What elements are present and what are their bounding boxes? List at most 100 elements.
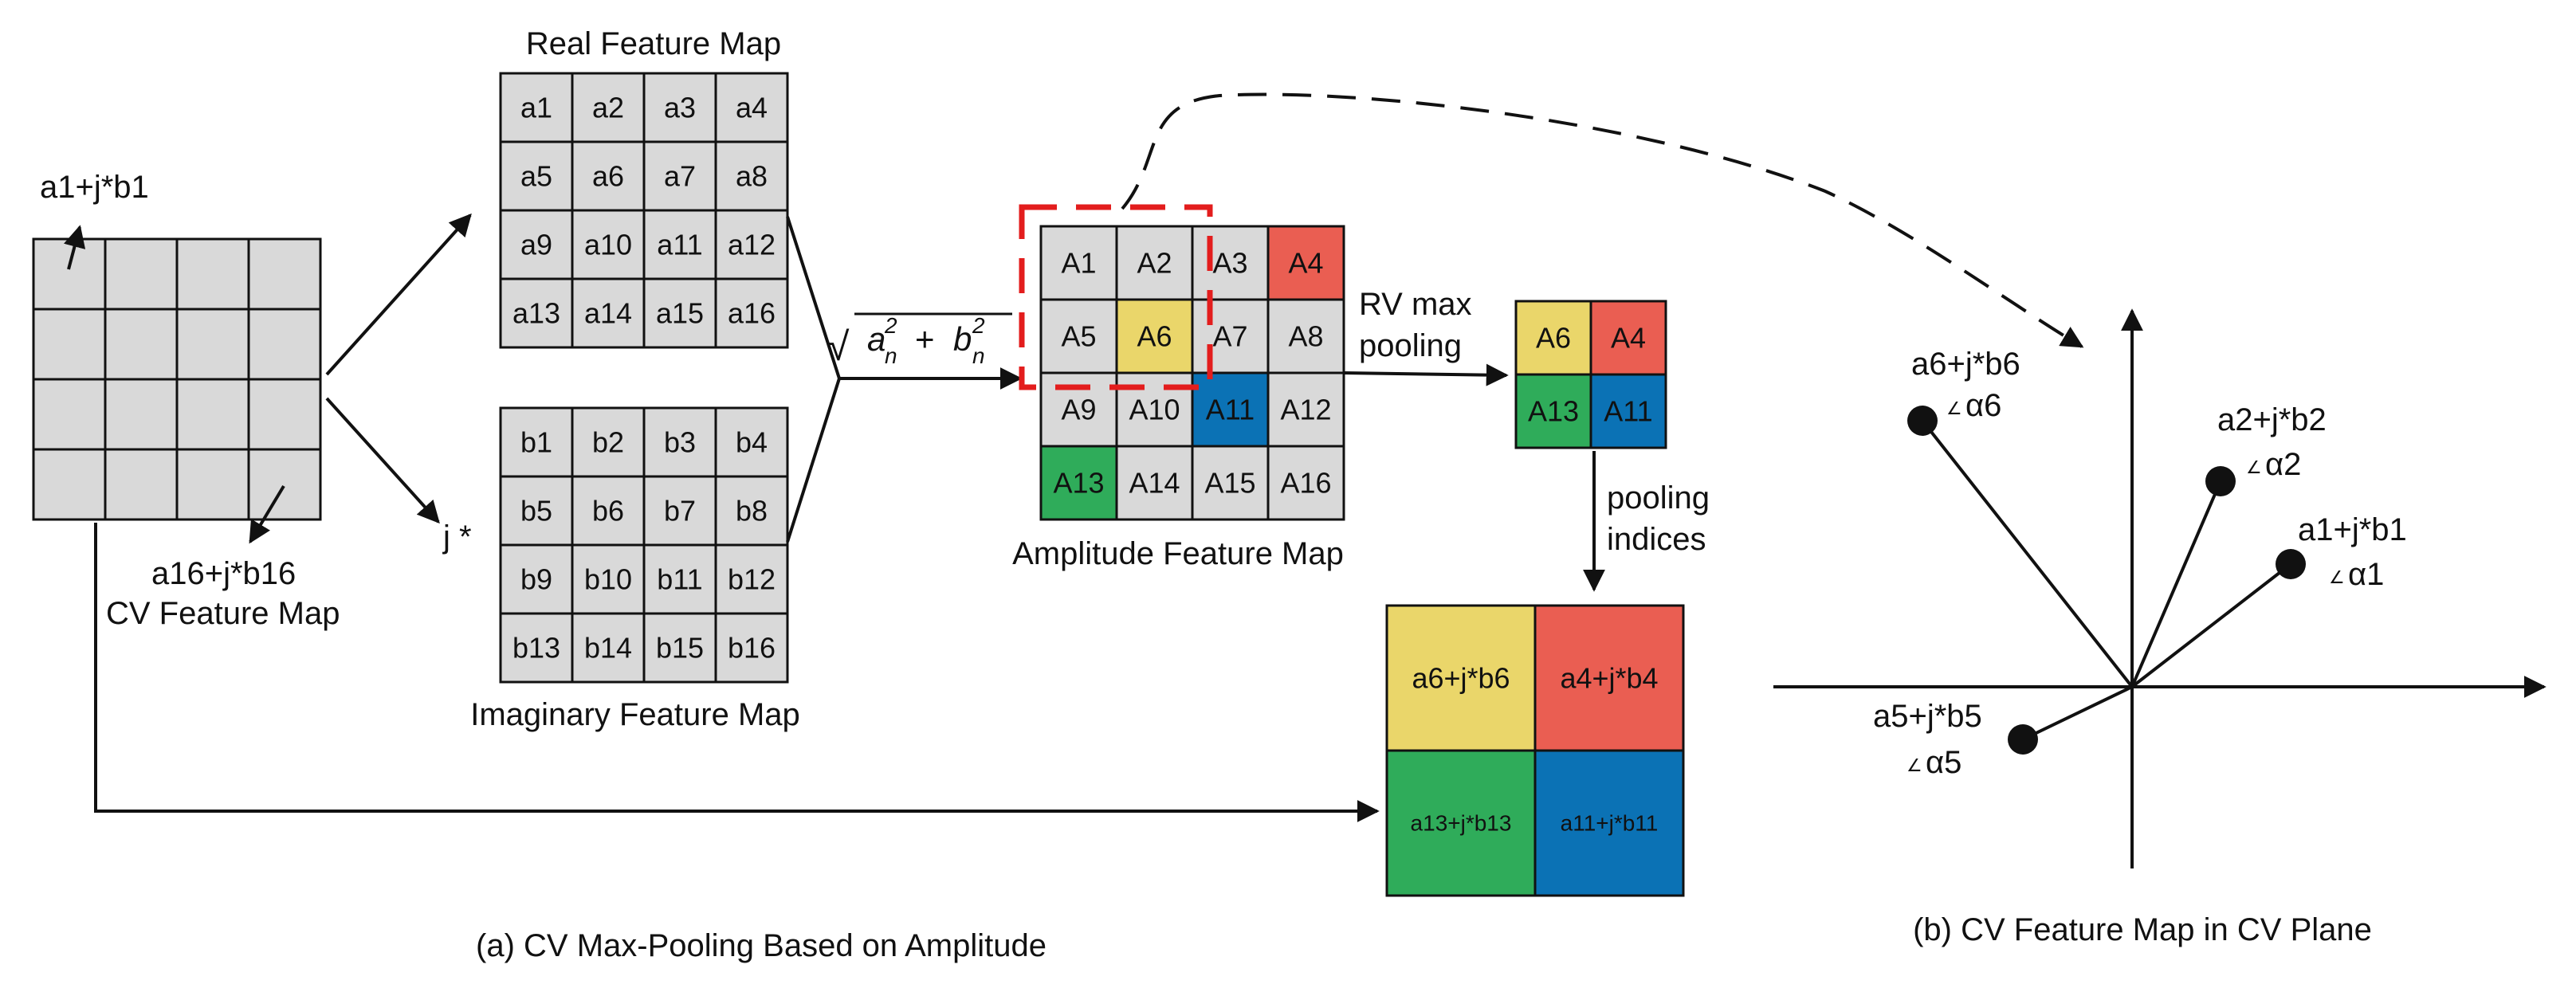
output-cell — [1533, 749, 1685, 897]
real-cell — [642, 277, 717, 349]
rv-pool-cell-label: A13 — [1528, 395, 1579, 428]
output-cell-label: a13+j*b13 — [1411, 811, 1512, 836]
imag-cell — [642, 543, 717, 615]
point-1-dot — [1907, 406, 1938, 436]
amplitude-formula: √ a 2 n + b 2 n — [827, 312, 1012, 369]
amplitude-cell-label: A9 — [1061, 394, 1096, 426]
output-cell-label: a4+j*b4 — [1560, 662, 1658, 695]
real-cell-label: a8 — [736, 160, 768, 193]
real-cell — [571, 277, 646, 349]
imag-cell — [642, 612, 717, 684]
cv-cell — [104, 237, 179, 311]
amplitude-cell-label: A11 — [1206, 394, 1255, 426]
formula-a-sub: n — [885, 343, 897, 368]
point-3-angle-symbol: ∠ — [2329, 567, 2345, 587]
cv-cell — [32, 448, 107, 521]
vector-1 — [1921, 419, 2134, 688]
imag-cell-label: b15 — [656, 632, 704, 665]
formula-b: b — [953, 320, 972, 358]
imag-cell-label: b8 — [736, 495, 768, 527]
caption-b: (b) CV Feature Map in CV Plane — [1913, 912, 2372, 947]
rv-pool-cell — [1589, 300, 1667, 376]
point-1-angle: α6 — [1965, 388, 2001, 423]
pooling-window-dashed — [1019, 204, 1213, 390]
imag-cell — [571, 543, 646, 615]
point-2-angle: α2 — [2265, 447, 2301, 482]
point-1-label: a6+j*b6 — [1911, 347, 2020, 382]
output-cell — [1385, 604, 1537, 752]
cv-cell — [104, 308, 179, 381]
real-cell-label: a11 — [657, 229, 702, 261]
point-3-angle: α1 — [2348, 557, 2384, 592]
point-2-dot — [2205, 466, 2236, 496]
real-cell-label: a7 — [664, 160, 696, 193]
caption-a: (a) CV Max-Pooling Based on Amplitude — [476, 928, 1046, 963]
amplitude-cell-label: A16 — [1280, 467, 1331, 500]
real-cell-label: a13 — [512, 297, 560, 330]
cv-top-pointer — [64, 225, 86, 270]
imag-prefix: j * — [442, 519, 472, 555]
amplitude-cell — [1266, 445, 1345, 521]
imag-map-title: Imaginary Feature Map — [470, 697, 800, 732]
real-cell — [714, 277, 789, 349]
rv-pool-cell — [1514, 373, 1592, 449]
cv-cell — [175, 448, 250, 521]
dashed-curve-arrow — [1121, 92, 2084, 348]
cv-cell — [32, 378, 107, 451]
amplitude-cell — [1115, 298, 1194, 374]
real-cell-label: a14 — [584, 297, 632, 330]
real-cell-label: a5 — [520, 160, 552, 193]
real-cell — [714, 72, 789, 143]
cv-feature-map: a1+j*b1 a16+j*b16 CV Feature Map — [32, 170, 340, 631]
imag-cell-label: b9 — [520, 563, 552, 596]
point-4-dot — [2008, 724, 2038, 755]
formula-a: a — [867, 320, 886, 358]
real-cell-label: a9 — [520, 229, 552, 261]
imag-cell-label: b5 — [520, 495, 552, 527]
formula-sqrt: √ — [827, 324, 850, 369]
real-cell — [571, 140, 646, 212]
imag-cell-label: b4 — [736, 426, 768, 459]
imag-cell-label: b14 — [584, 632, 632, 665]
point-3-label: a1+j*b1 — [2298, 512, 2407, 547]
amplitude-cell-label: A14 — [1129, 467, 1180, 500]
imag-cell — [642, 475, 717, 547]
cv-cell — [32, 308, 107, 381]
real-cell — [642, 72, 717, 143]
indices-label-2: indices — [1607, 522, 1706, 557]
output-cell-label: a6+j*b6 — [1412, 662, 1510, 695]
arrow-to-real — [325, 213, 472, 376]
rv-pool-label-2: pooling — [1359, 328, 1462, 363]
real-cell-label: a16 — [728, 297, 776, 330]
rv-pool-cell-label: A4 — [1611, 322, 1646, 355]
amplitude-cell-label: A13 — [1053, 467, 1104, 500]
real-converge-line — [786, 216, 841, 379]
amplitude-cell-label: A12 — [1280, 394, 1331, 426]
amp-map-title: Amplitude Feature Map — [1012, 536, 1344, 571]
formula-b-sub: n — [972, 343, 985, 368]
real-cell-label: a4 — [736, 92, 768, 124]
amplitude-cell-label: A7 — [1212, 320, 1247, 353]
formula-plus: + — [915, 320, 935, 358]
point-3-dot — [2276, 549, 2306, 579]
vector-2 — [2130, 480, 2222, 688]
real-map-title: Real Feature Map — [526, 26, 781, 61]
imag-cell — [499, 406, 574, 478]
indices-label-1: pooling — [1607, 480, 1710, 516]
amplitude-cell — [1115, 225, 1194, 301]
real-cell-label: a6 — [592, 160, 624, 193]
real-cell — [642, 140, 717, 212]
vector-4 — [2022, 685, 2133, 741]
point-2-label: a2+j*b2 — [2217, 402, 2327, 437]
cv-cell — [175, 308, 250, 381]
rv-pool-cell — [1589, 373, 1667, 449]
amplitude-cell-label: A4 — [1288, 247, 1323, 280]
imag-cell-label: b16 — [728, 632, 776, 665]
point-1-angle-symbol: ∠ — [1946, 398, 1962, 418]
